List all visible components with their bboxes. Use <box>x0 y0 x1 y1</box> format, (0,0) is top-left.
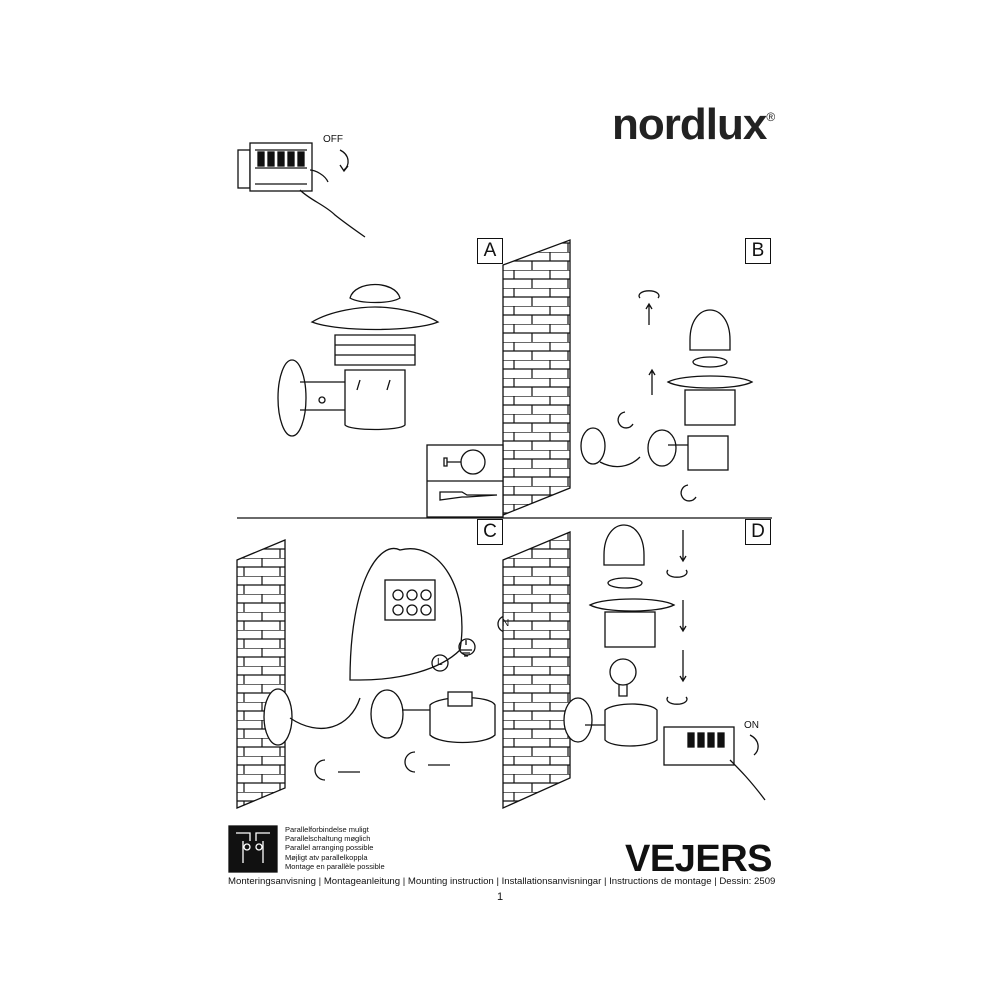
panel-label-d: D <box>745 519 771 545</box>
brick-wall <box>236 539 286 809</box>
panel-label-a: A <box>477 238 503 264</box>
parallel-connection-text: Parallelforbindelse muligt Parallelschal… <box>285 825 385 871</box>
switch-on-label: ON <box>744 720 759 731</box>
breaker-off-illustration <box>237 142 366 238</box>
page-number: 1 <box>497 891 504 903</box>
product-name: VEJERS <box>625 838 772 880</box>
assembly-illustration-d <box>563 524 766 801</box>
switch-off-label: OFF <box>323 134 343 145</box>
footer-text: Monteringsanvisning | Montageanleitung |… <box>228 876 776 887</box>
parallel-text-sv: Møjligt atv parallelkoppla <box>285 852 368 862</box>
panel-label-c: C <box>477 519 503 545</box>
live-label: L <box>437 657 443 668</box>
brick-wall <box>502 531 571 810</box>
wiring-illustration-c <box>263 547 515 781</box>
brand-logo: nordlux® <box>612 100 775 149</box>
disassembly-illustration-b <box>580 290 754 502</box>
lamp-assembled-illustration <box>277 284 440 437</box>
panel-label-b: B <box>745 238 771 264</box>
neutral-label: N <box>502 618 510 629</box>
parallel-text-fr: Montage en parallèle possible <box>285 861 385 871</box>
parallel-text-de: Parallelschaltung møglich <box>285 834 371 844</box>
parallel-text-da: Parallelforbindelse muligt <box>285 825 369 834</box>
parallel-text-en: Parallel arranging possible <box>285 843 374 853</box>
parallel-connection-icon <box>228 825 278 873</box>
tools-box <box>426 444 504 518</box>
brick-wall <box>502 239 571 516</box>
